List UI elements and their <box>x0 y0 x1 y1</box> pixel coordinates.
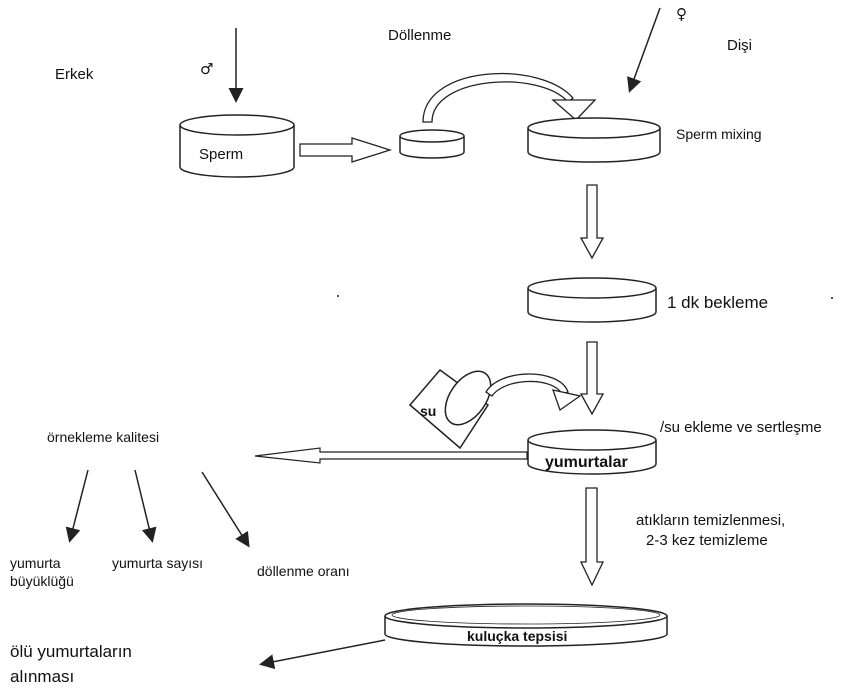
tray-label: kuluçka tepsisi <box>467 628 568 644</box>
eggs-dish <box>527 429 657 475</box>
down-arrow-3 <box>579 487 605 587</box>
transfer-arrow <box>299 137 393 163</box>
cleaning-label-1: atıkların temizlenmesi, <box>636 512 786 529</box>
incubation-tray <box>384 603 668 647</box>
egg-size-label-1: yumurta <box>10 555 61 571</box>
egg-count-label: yumurta sayısı <box>112 555 204 571</box>
water-label: su <box>420 403 437 419</box>
male-label: Erkek <box>55 66 94 83</box>
small-dish <box>399 129 465 159</box>
female-label: Dişi <box>727 37 752 54</box>
cleaning-label-2: 2-3 kez temizleme <box>646 532 768 549</box>
water-cup <box>408 368 492 450</box>
fertilization-curve-arrow <box>422 72 597 123</box>
fertilization-label: Döllenme <box>388 27 452 44</box>
sperm-label: Sperm <box>199 146 244 163</box>
sperm-dish <box>179 114 295 178</box>
female-symbol: ♀ <box>676 5 687 23</box>
dead-eggs-label-1: ölü yumurtaların <box>10 642 132 661</box>
sampling-quality-label: örnekleme kalitesi <box>47 429 160 445</box>
branch-fert-rate <box>201 471 250 548</box>
eggs-label: yumurtalar <box>545 454 628 471</box>
water-pour-arrow <box>485 373 582 412</box>
down-arrow-1 <box>579 184 605 260</box>
dead-eggs-arrow <box>259 639 386 670</box>
branch-egg-size <box>65 469 89 543</box>
water-add-label: /su ekleme ve sertleşme <box>660 419 822 436</box>
sampling-arrow <box>254 447 528 464</box>
down-arrow-2 <box>579 341 605 416</box>
branch-egg-count <box>134 469 157 543</box>
dead-eggs-label-2: alınması <box>10 667 75 686</box>
fert-rate-label: döllenme oranı <box>257 563 350 579</box>
waiting-dish <box>527 277 657 323</box>
sperm-mixing-label: Sperm mixing <box>676 126 762 142</box>
wait-label: 1 dk bekleme <box>667 293 769 312</box>
sperm-mixing-dish <box>527 117 661 163</box>
male-symbol: ♂ <box>200 60 214 78</box>
female-input-arrow <box>627 7 661 93</box>
egg-size-label-2: büyüklüğü <box>10 573 74 589</box>
